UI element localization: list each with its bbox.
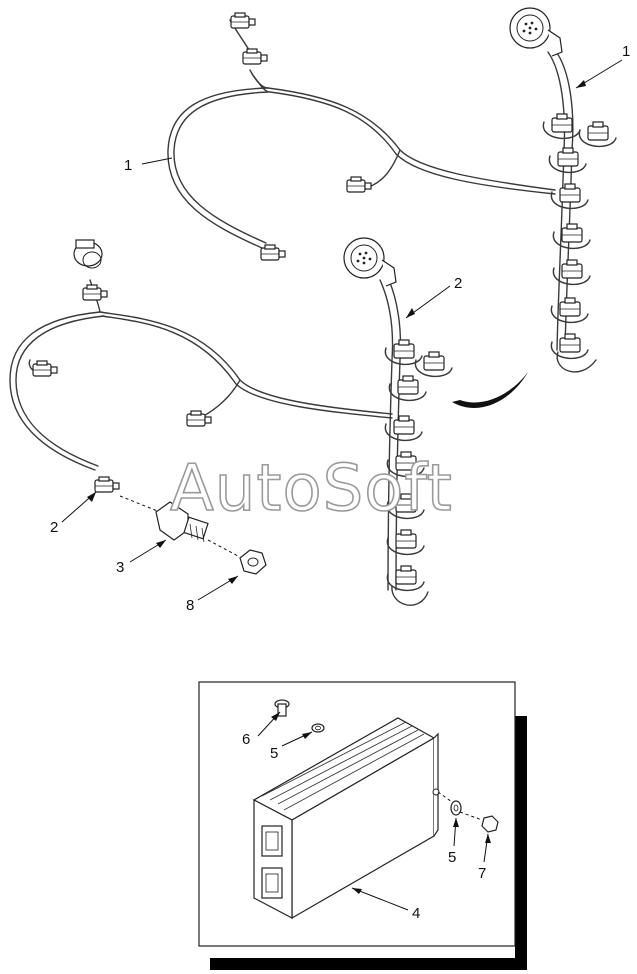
round-connector-2: [343, 237, 397, 287]
callout-8: 8: [186, 597, 194, 614]
callout-5-top: 5: [270, 745, 278, 762]
callout-1-left: 1: [124, 157, 132, 174]
round-sensor-connector: [73, 239, 103, 269]
round-connector-1: [509, 7, 563, 57]
callout-4: 4: [412, 905, 420, 922]
wiring-harness-1: [167, 7, 617, 373]
callout-2-left: 2: [50, 519, 58, 536]
control-module: [252, 717, 440, 920]
leader-lines: [61, 59, 623, 911]
wiring-harness-2: [9, 237, 453, 606]
screw: [274, 699, 290, 717]
callouts: 1 1 2 2 3 8 6 5 5 7 4: [50, 43, 630, 922]
callout-3: 3: [116, 559, 124, 576]
nut: [239, 549, 267, 575]
callout-5-right: 5: [448, 849, 456, 866]
controller-box: [198, 681, 527, 970]
callout-1-right: 1: [622, 43, 630, 60]
washer-side: [450, 800, 462, 816]
watermark: AutoSoft: [170, 452, 453, 526]
callout-6: 6: [242, 731, 250, 748]
callout-7: 7: [478, 865, 486, 882]
rotation-arrow: [452, 372, 528, 409]
washer-top: [311, 723, 325, 733]
sensor-fitting: [119, 495, 239, 557]
module-nut: [481, 815, 499, 833]
callout-2-right: 2: [454, 275, 462, 292]
